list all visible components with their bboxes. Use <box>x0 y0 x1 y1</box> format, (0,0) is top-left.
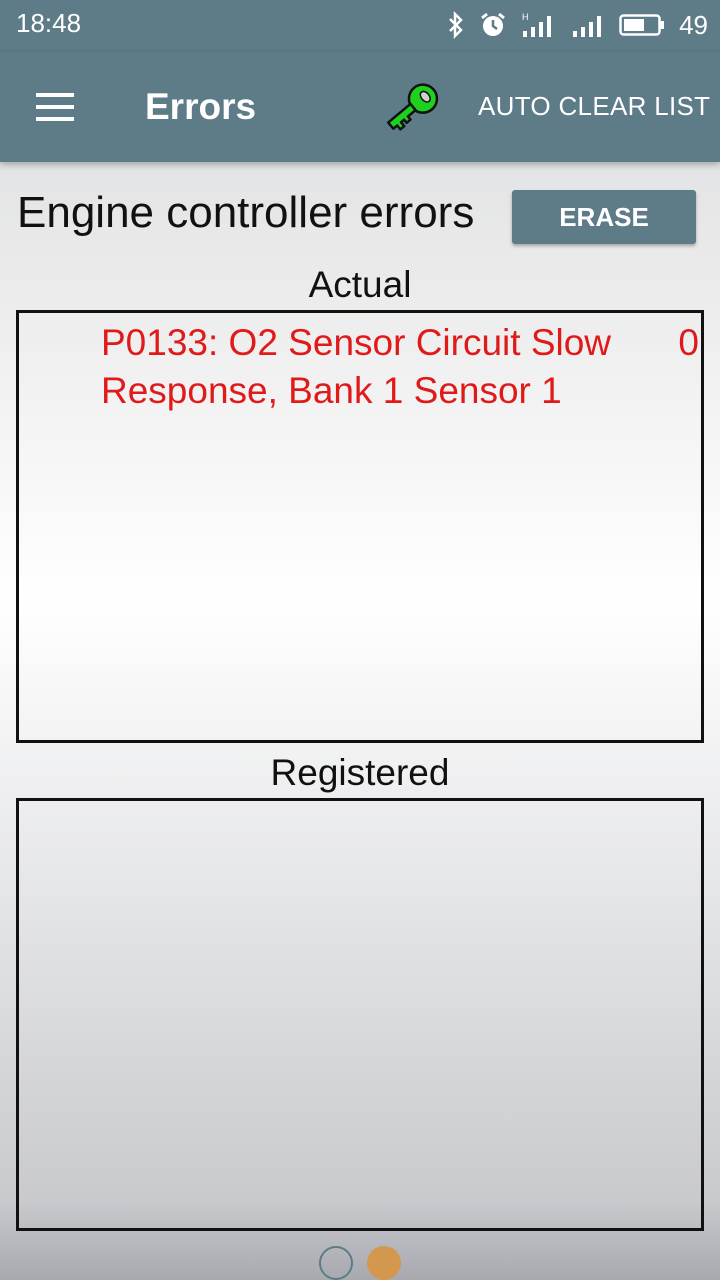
actual-errors-list[interactable]: P0133: O2 Sensor Circuit Slow Response, … <box>16 310 704 743</box>
section-title: Engine controller errors <box>17 188 475 237</box>
menu-icon[interactable] <box>36 91 76 123</box>
page-dot-1[interactable] <box>319 1246 353 1280</box>
registered-errors-list[interactable] <box>16 798 704 1231</box>
battery-icon <box>619 14 665 36</box>
signal-strength-icon-2 <box>573 16 602 37</box>
signal-strength-icon-1: H <box>522 12 552 37</box>
status-icons: H 49 <box>447 8 708 42</box>
actual-list-label: Actual <box>308 264 412 305</box>
status-time: 18:48 <box>16 8 82 38</box>
page-dot-2-active[interactable] <box>367 1246 401 1280</box>
error-list-item[interactable]: P0133: O2 Sensor Circuit Slow Response, … <box>101 319 699 415</box>
alarm-clock-icon <box>481 12 506 36</box>
error-count: 0 <box>678 322 699 363</box>
bluetooth-icon <box>449 11 463 39</box>
page-indicator <box>0 1246 720 1280</box>
app-bar: Errors AUTO CLEAR LIST <box>0 52 720 162</box>
status-bar: 18:48 H 49 <box>0 0 720 52</box>
error-description: P0133: O2 Sensor Circuit Slow Response, … <box>101 322 612 411</box>
registered-list-label: Registered <box>270 752 450 793</box>
battery-level: 49 <box>679 9 708 40</box>
page-title: Errors <box>145 86 257 127</box>
signal-network-label: H <box>522 12 529 22</box>
erase-button[interactable]: ERASE <box>512 190 696 244</box>
auto-clear-list-button[interactable]: AUTO CLEAR LIST <box>478 91 711 121</box>
key-icon[interactable] <box>378 74 448 140</box>
